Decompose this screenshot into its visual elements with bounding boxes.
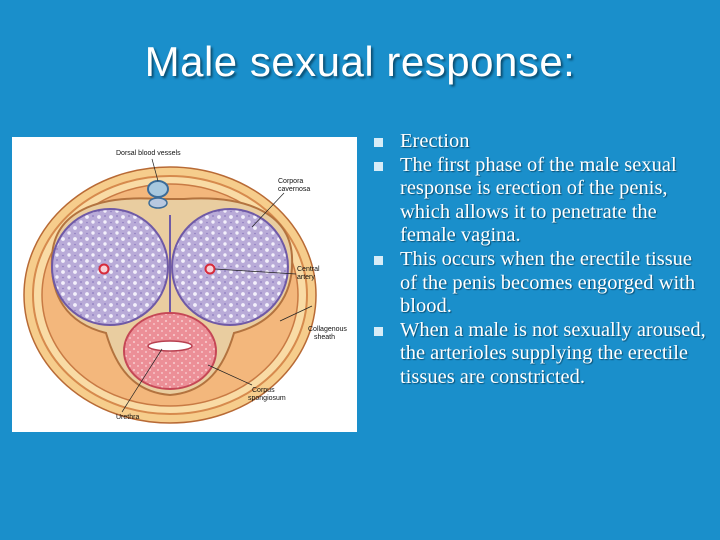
penis-cross-section-figure: Dorsal blood vessels Corpora cavernosa C… xyxy=(12,137,357,432)
dorsal-vein xyxy=(147,180,169,198)
label-corpora-line2: cavernosa xyxy=(278,186,310,193)
corpus-cavernosum-right xyxy=(171,208,289,326)
bullet-item: Erection xyxy=(371,130,711,154)
square-bullet-icon xyxy=(374,326,383,336)
bullet-text: The first phase of the male sexual respo… xyxy=(400,153,677,247)
square-bullet-icon xyxy=(374,255,383,265)
bullet-list: Erection The first phase of the male sex… xyxy=(371,130,711,390)
label-leader-lines xyxy=(121,158,313,413)
central-artery-left xyxy=(98,263,110,275)
corpus-cavernosum-left xyxy=(51,208,169,326)
cross-section-diagram: Dorsal blood vessels Corpora cavernosa C… xyxy=(23,150,347,424)
bullet-item: This occurs when the erectile tissue of … xyxy=(371,248,711,319)
label-dorsal-blood-vessels: Dorsal blood vessels xyxy=(116,150,181,157)
label-central-line2: artery xyxy=(297,274,315,281)
label-spongiosum-line1: Corpus xyxy=(252,387,275,394)
label-collagenous-line2: sheath xyxy=(314,334,335,341)
bullet-text: This occurs when the erectile tissue of … xyxy=(400,247,696,318)
central-artery-right xyxy=(204,263,216,275)
bullet-item: When a male is not sexually aroused, the… xyxy=(371,319,711,390)
square-bullet-icon xyxy=(374,138,383,147)
bullet-item: The first phase of the male sexual respo… xyxy=(371,154,711,248)
label-collagenous-line1: Collagenous xyxy=(308,326,347,333)
label-corpora-line1: Corpora xyxy=(278,178,303,185)
bullet-text: Erection xyxy=(400,130,470,152)
label-central-line1: Central xyxy=(297,266,320,273)
dorsal-artery xyxy=(148,197,168,209)
bullet-text: When a male is not sexually aroused, the… xyxy=(400,318,706,388)
label-spongiosum-line2: spongiosum xyxy=(248,395,286,402)
square-bullet-icon xyxy=(374,161,383,171)
label-urethra: Urethra xyxy=(116,414,139,421)
slide-title: Male sexual response: xyxy=(144,38,576,85)
urethra-lumen xyxy=(147,340,193,352)
